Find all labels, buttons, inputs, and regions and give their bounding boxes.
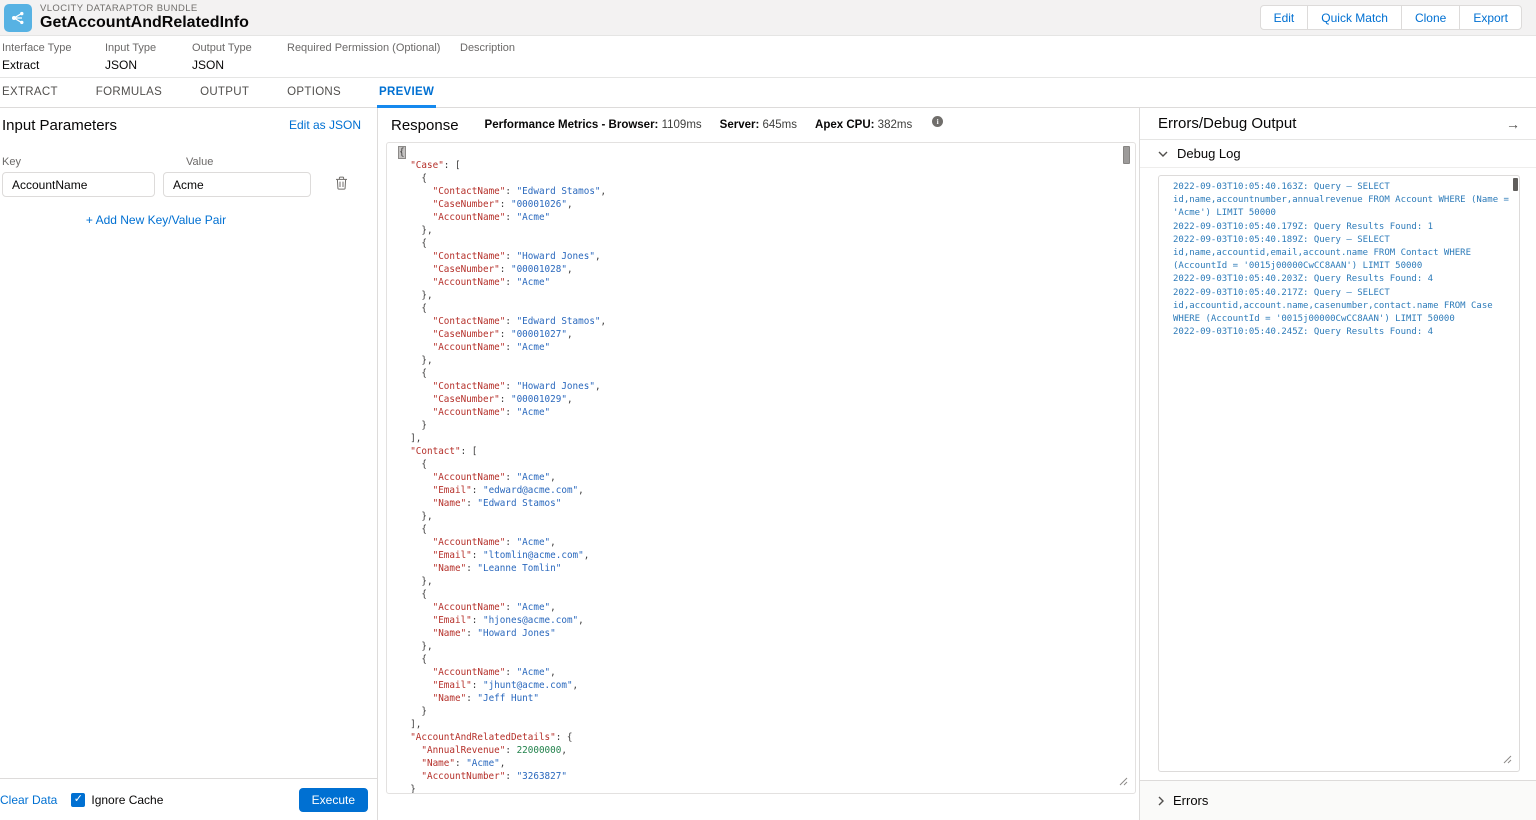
parameter-row	[2, 172, 377, 197]
scrollbar-thumb[interactable]	[1123, 146, 1130, 164]
bundle-meta: Interface Type Extract Input Type JSON O…	[0, 36, 1536, 78]
input-parameters-title: Input Parameters	[2, 116, 118, 134]
clear-data-link[interactable]: Clear Data	[0, 792, 58, 807]
input-type-label: Input Type	[105, 42, 157, 54]
tab-output[interactable]: OUTPUT	[200, 85, 250, 98]
trash-icon	[335, 176, 348, 193]
add-key-value-pair-link[interactable]: + Add New Key/Value Pair	[85, 213, 227, 227]
bundle-tabs: EXTRACT FORMULAS OUTPUT OPTIONS PREVIEW	[0, 78, 1536, 108]
tab-preview[interactable]: PREVIEW	[377, 78, 437, 108]
chevron-down-icon	[1158, 151, 1168, 157]
edit-button[interactable]: Edit	[1259, 5, 1309, 30]
debug-log-box[interactable]: 2022-09-03T10:05:40.163Z: Query – SELECT…	[1158, 175, 1520, 772]
info-icon[interactable]: i	[932, 115, 944, 127]
response-json[interactable]: { "Case": [ { "ContactName": "Edward Sta…	[398, 146, 607, 794]
debug-log-title: Debug Log	[1177, 146, 1241, 161]
chevron-right-icon	[1158, 796, 1164, 806]
resize-handle[interactable]	[1119, 773, 1128, 791]
debug-log-section-header[interactable]: Debug Log	[1140, 140, 1536, 168]
response-title: Response	[391, 116, 459, 134]
key-column-label: Key	[2, 156, 21, 168]
edit-as-json-link[interactable]: Edit as JSON	[288, 118, 361, 132]
errors-debug-panel: Errors/Debug Output → Debug Log 2022-09-…	[1140, 108, 1536, 820]
page-title: GetAccountAndRelatedInfo	[40, 14, 249, 31]
interface-type-value: Extract	[2, 58, 40, 72]
export-button[interactable]: Export	[1459, 5, 1522, 30]
errors-section-title: Errors	[1173, 793, 1209, 808]
delete-row-button[interactable]	[333, 174, 350, 195]
app-label: VLOCITY DATARAPTOR BUNDLE	[40, 3, 198, 14]
metric-browser: Performance Metrics - Browser: 1109ms	[484, 119, 702, 131]
debug-scrollbar-thumb[interactable]	[1513, 178, 1518, 191]
input-type-value: JSON	[105, 58, 138, 72]
output-type-value: JSON	[192, 58, 225, 72]
interface-type-label: Interface Type	[2, 42, 72, 54]
description-label: Description	[460, 42, 516, 54]
page-header: VLOCITY DATARAPTOR BUNDLE GetAccountAndR…	[0, 0, 1536, 36]
errors-section-header[interactable]: Errors	[1140, 780, 1536, 820]
execute-button[interactable]: Execute	[298, 787, 368, 812]
ignore-cache-label: Ignore Cache	[91, 792, 164, 807]
tab-formulas[interactable]: FORMULAS	[95, 85, 163, 98]
metric-server: Server: 645ms	[719, 119, 798, 131]
expand-panel-arrow-icon[interactable]: →	[1506, 115, 1520, 132]
param-key-input[interactable]	[2, 172, 155, 197]
quick-match-button[interactable]: Quick Match	[1307, 5, 1402, 30]
output-type-label: Output Type	[192, 42, 252, 54]
check-icon: ✓	[73, 793, 83, 805]
metric-apex-cpu: Apex CPU: 382ms	[815, 119, 913, 131]
ignore-cache-checkbox[interactable]: ✓	[71, 792, 86, 807]
debug-log-text[interactable]: 2022-09-03T10:05:40.163Z: Query – SELECT…	[1173, 182, 1509, 338]
param-value-input[interactable]	[163, 172, 311, 197]
response-json-area[interactable]: { "Case": [ { "ContactName": "Edward Sta…	[386, 142, 1136, 794]
tab-options[interactable]: OPTIONS	[287, 85, 342, 98]
errors-debug-title: Errors/Debug Output	[1158, 115, 1297, 132]
debug-resize-handle[interactable]	[1503, 751, 1512, 769]
tab-extract[interactable]: EXTRACT	[2, 85, 58, 98]
clone-button[interactable]: Clone	[1400, 5, 1461, 30]
required-permission-label: Required Permission (Optional)	[287, 42, 441, 54]
response-panel: Response Performance Metrics - Browser: …	[378, 108, 1140, 820]
input-parameters-panel: Input Parameters Edit as JSON Key Value	[0, 108, 378, 820]
dataraptor-icon	[4, 3, 32, 32]
value-column-label: Value	[186, 156, 214, 168]
header-actions: Edit Quick Match Clone Export	[1259, 5, 1522, 30]
